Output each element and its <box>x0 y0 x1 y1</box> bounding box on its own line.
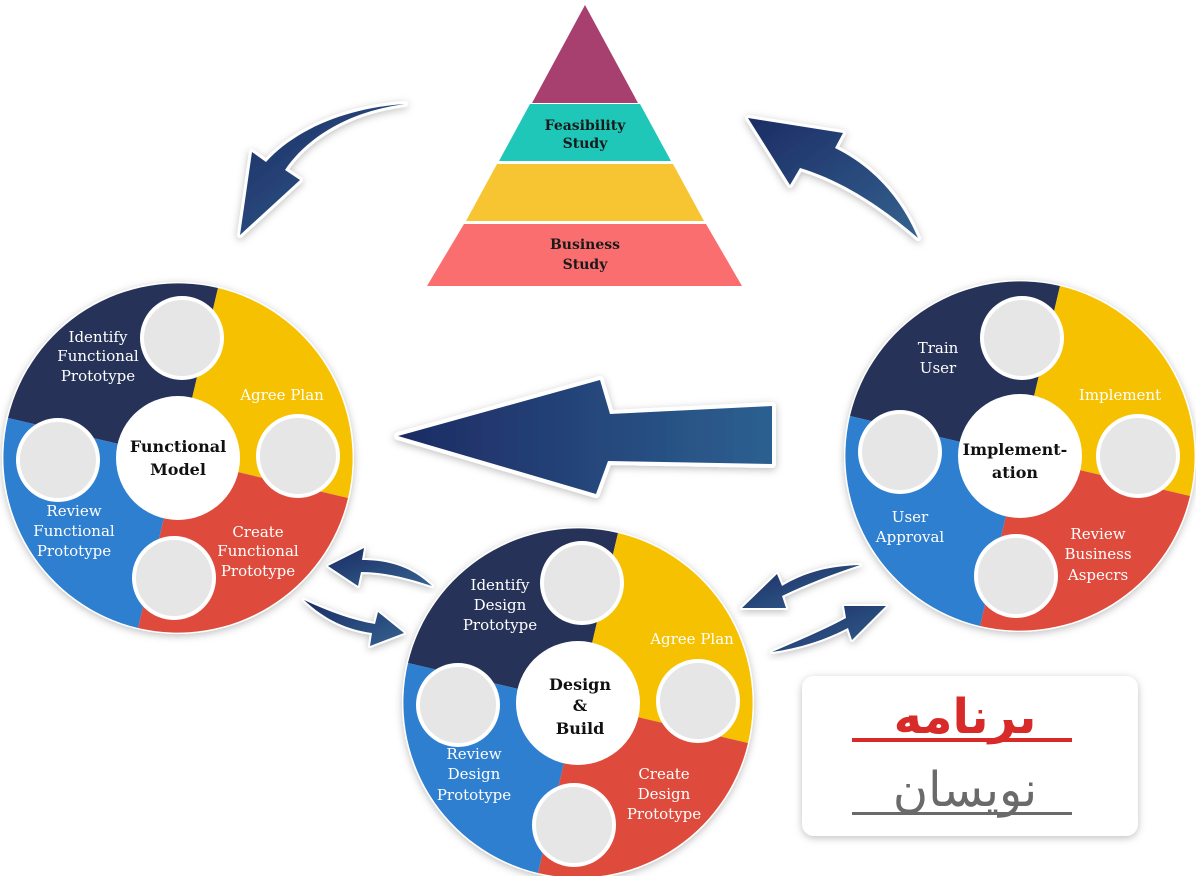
implementation-train-line2: User <box>920 359 957 377</box>
design-bubble-review <box>416 663 500 747</box>
design-create-line2: Design <box>638 785 691 803</box>
functional-center-line1: Functional <box>130 437 226 456</box>
implementation-center-line2: ation <box>992 463 1039 482</box>
logo-divider-gray <box>852 812 1072 815</box>
implementation-review-line3: Aspecrs <box>1067 566 1128 584</box>
implementation-bubble-approval <box>858 410 942 494</box>
implementation-center-line1: Implement- <box>963 440 1068 459</box>
implementation-bubble-implement <box>1096 414 1180 498</box>
pyramid-feasibility-label-line2: Study <box>563 136 609 152</box>
arrow-implementation-to-pyramid <box>745 115 921 241</box>
watermark-logo: برنامه نویسان <box>802 676 1138 836</box>
functional-review-line3: Prototype <box>37 542 111 560</box>
design-center <box>516 641 640 765</box>
design-identify-line2: Design <box>474 596 527 614</box>
implementation-center <box>958 394 1082 518</box>
implementation-approval-line2: Approval <box>875 528 945 546</box>
functional-labels: Functional Model Identify Functional Pro… <box>33 328 324 580</box>
functional-center <box>116 396 240 520</box>
logo-text-line1: برنامه <box>894 689 1037 745</box>
pyramid-feasibility-label-line1: Feasibility <box>545 118 627 134</box>
implementation-review-line2: Business <box>1064 545 1131 563</box>
implementation-bubble-train <box>980 296 1064 380</box>
design-center-line1: Design <box>549 675 611 694</box>
functional-identify-line2: Functional <box>57 347 139 365</box>
arrow-pyramid-to-functional <box>237 101 408 238</box>
arrow-implementation-to-design <box>740 563 862 610</box>
implementation-bubble-review <box>974 534 1058 618</box>
design-labels: Design & Build Identify Design Prototype… <box>437 576 734 823</box>
functional-bubble-create <box>132 536 216 620</box>
design-agree-line1: Agree Plan <box>649 630 734 648</box>
design-identify-line1: Identify <box>471 576 530 594</box>
design-create-line3: Prototype <box>627 805 701 823</box>
design-build-cycle <box>402 527 754 876</box>
design-bubble-identify <box>540 541 624 625</box>
implementation-review-line1: Review <box>1070 525 1125 543</box>
design-identify-line3: Prototype <box>463 616 537 634</box>
functional-agree-line1: Agree Plan <box>239 386 324 404</box>
design-create-line1: Create <box>638 765 689 783</box>
functional-center-line2: Model <box>150 460 206 479</box>
pyramid-level-feasibility <box>499 104 671 161</box>
functional-review-line1: Review <box>46 502 101 520</box>
functional-bubble-review <box>16 418 100 502</box>
logo-text-line2: نویسان <box>893 762 1037 818</box>
implementation-labels: Implement- ation Train User Implement Re… <box>875 339 1161 584</box>
design-bubble-agree <box>656 659 740 743</box>
design-review-line3: Prototype <box>437 786 511 804</box>
pyramid-level-middle <box>466 164 704 221</box>
design-center-line2: & <box>573 696 588 715</box>
design-review-line1: Review <box>446 745 501 763</box>
pyramid-level-top <box>532 5 638 103</box>
functional-bubble-identify <box>140 296 224 380</box>
functional-identify-line3: Prototype <box>61 367 135 385</box>
implementation-implement-line1: Implement <box>1079 386 1161 404</box>
arrow-functional-to-design <box>302 598 406 648</box>
arrow-design-to-implementation <box>770 604 888 654</box>
functional-create-line3: Prototype <box>221 562 295 580</box>
functional-identify-line1: Identify <box>69 328 128 346</box>
design-bubble-create <box>532 783 616 867</box>
arrow-implementation-to-functional <box>394 376 776 498</box>
design-center-line3: Build <box>556 719 605 738</box>
design-review-line2: Design <box>448 765 501 783</box>
functional-create-line1: Create <box>232 523 283 541</box>
functional-model-cycle <box>2 282 354 634</box>
functional-create-line2: Functional <box>217 542 299 560</box>
functional-bubble-agree <box>256 414 340 498</box>
functional-review-line2: Functional <box>33 522 115 540</box>
implementation-approval-line1: User <box>892 508 929 526</box>
logo-divider-red <box>852 738 1072 742</box>
implementation-cycle <box>844 280 1196 632</box>
pyramid-level-business <box>427 224 742 286</box>
implementation-train-line1: Train <box>918 339 959 357</box>
pyramid-business-label-line1: Business <box>550 237 620 253</box>
arrow-design-to-functional <box>326 546 434 588</box>
pyramid: Feasibility Study Business Study <box>427 5 742 286</box>
pyramid-business-label-line2: Study <box>563 257 609 273</box>
